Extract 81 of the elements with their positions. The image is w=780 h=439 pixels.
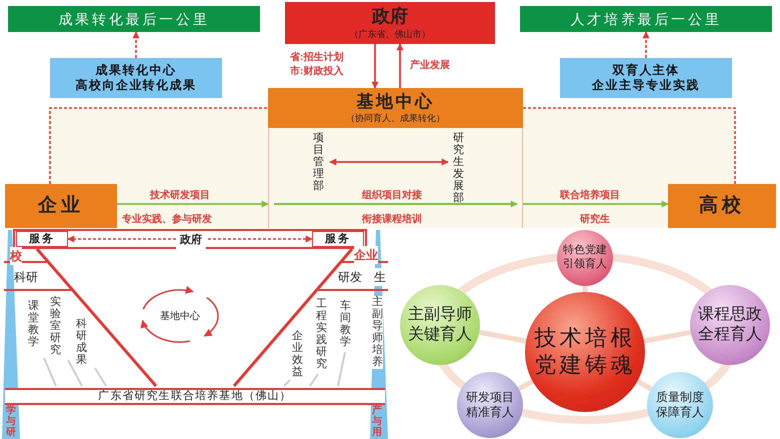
row-label: 科研 — [14, 269, 38, 286]
circle-text: 精准育人 — [466, 405, 514, 420]
vertical-label: 产与用 — [372, 405, 382, 438]
center-box — [268, 88, 523, 128]
arrow — [117, 200, 269, 208]
vertical-label: 工程实践研究 — [316, 298, 327, 371]
vertical-label: 企业效益 — [292, 330, 303, 378]
edge-label: 产业发展 — [410, 58, 450, 73]
circle-text: 全程育人 — [698, 325, 762, 345]
box-text: 高校 — [699, 194, 745, 218]
arrow — [67, 236, 313, 242]
label-text: 研究生 — [580, 212, 610, 227]
arrow — [642, 31, 650, 58]
arrow — [329, 158, 449, 166]
government-box — [285, 2, 495, 44]
vertical-label: 课堂教学 — [28, 300, 39, 348]
banner-text: 人才培养最后一公里 — [570, 10, 722, 28]
band-text: 广东省研究生联合培养基地（佛山） — [98, 391, 292, 402]
circle-text: 引领育人 — [563, 258, 607, 272]
connector-line — [49, 107, 268, 184]
connector-line — [523, 107, 736, 184]
vertical-label: 主副导师培养 — [372, 296, 383, 369]
circle-text: 研发项目 — [466, 390, 514, 405]
circle-text: 主副导师 — [408, 305, 472, 325]
circle-text: 课程思政 — [698, 305, 762, 325]
arrow — [396, 43, 404, 88]
arrow — [372, 44, 378, 89]
box-text: 高校向企业转化成果 — [76, 78, 196, 93]
box-text: 服务 — [28, 232, 56, 247]
row-label: 校 — [10, 247, 22, 265]
connector-line — [478, 330, 526, 344]
department-label: 项目管理部 — [313, 132, 327, 194]
box-title: 政府 — [372, 5, 408, 28]
entity-box — [668, 184, 776, 228]
info-box — [560, 58, 732, 98]
base-band — [5, 388, 385, 405]
vertical-label: 车间教学 — [340, 300, 351, 348]
box-title: 基地中心 — [356, 90, 435, 112]
edge-label: 省:招生计划 — [290, 50, 344, 65]
vertical-label: 实验室研究 — [50, 296, 61, 356]
circle-text: 党建铸魂 — [534, 352, 636, 380]
label-text: 市:财政投入 — [290, 64, 344, 79]
edge-label: 政府 — [176, 232, 206, 248]
arrow — [523, 200, 669, 208]
circle-text: 质量制度 — [656, 390, 704, 405]
label-text: 衔接课程培训 — [362, 212, 422, 227]
circle-text: 保障育人 — [656, 405, 704, 420]
box-text: 成果转化中心 — [96, 63, 176, 78]
entity-box — [5, 184, 117, 228]
connector-line — [644, 330, 692, 344]
connector-line — [582, 286, 588, 292]
circle-text: 技术培根 — [534, 324, 636, 352]
row-label: 研发 — [338, 269, 362, 286]
banner-text: 成果转化最后一公里 — [58, 10, 210, 28]
banner — [8, 6, 260, 32]
info-box — [50, 58, 222, 98]
circle-text: 特色党建 — [563, 244, 607, 258]
cycle-label: 基地中心 — [148, 310, 212, 324]
box-text: 企业主导专业实践 — [592, 78, 700, 93]
banner — [520, 6, 772, 32]
circle-text: 关键育人 — [408, 325, 472, 345]
panel-outline — [268, 128, 523, 228]
label-text: 组织项目对接 — [362, 188, 422, 203]
connector-line — [636, 379, 652, 392]
edge-label: 技术研发项目 — [150, 188, 210, 203]
row-label: 企业 — [354, 246, 378, 264]
box-text: 双育人主体 — [612, 63, 680, 78]
box-text: 企业 — [38, 194, 84, 218]
department-label: 研究生发展部 — [453, 132, 467, 200]
box-subtitle: （广东省、佛山市） — [350, 28, 430, 40]
edge-label: 联合培养项目 — [560, 188, 620, 203]
label-text: 专业实践、参与研发 — [122, 212, 212, 227]
service-box — [312, 231, 364, 247]
box-text: 服务 — [324, 232, 352, 247]
vertical-label: 科研成果 — [76, 318, 87, 366]
vertical-label: 学与研 — [6, 405, 16, 438]
arrow — [132, 31, 140, 58]
service-box — [16, 231, 68, 247]
row-label: 生 — [374, 268, 386, 286]
connector-line — [518, 379, 534, 392]
box-subtitle: （协同育人、成果转化） — [346, 112, 445, 125]
